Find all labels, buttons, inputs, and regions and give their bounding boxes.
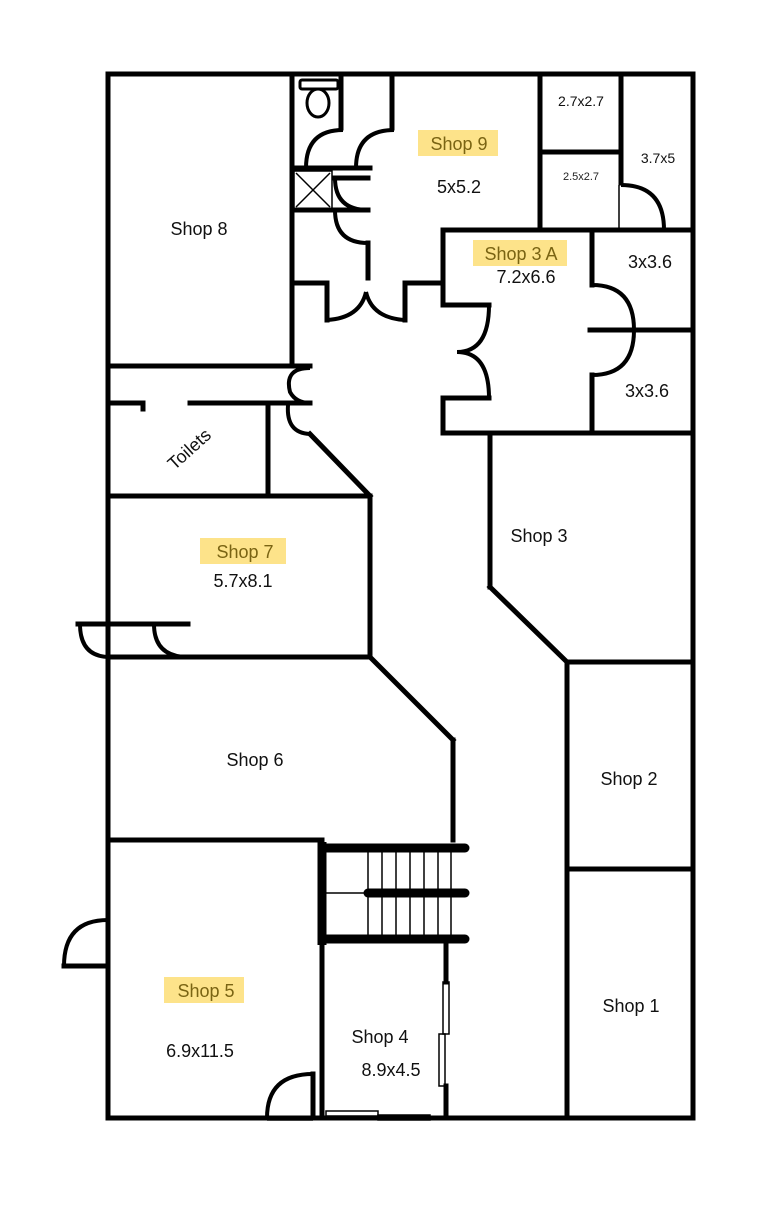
stairs-icon	[317, 842, 470, 945]
lift-icon	[293, 170, 333, 210]
room-dims-3-7: 3.7x5	[641, 150, 675, 166]
room-dims-shop-4: 8.9x4.5	[361, 1060, 420, 1080]
room-label-shop-1: Shop 1	[602, 996, 659, 1016]
room-dims-3x3-6-bottom: 3x3.6	[625, 381, 669, 401]
room-label-shop-9: Shop 9	[430, 134, 487, 154]
room-dims-3x3-6-top: 3x3.6	[628, 252, 672, 272]
room-label-shop-5: Shop 5	[177, 981, 234, 1001]
room-dims-2-7: 2.7x2.7	[558, 93, 604, 109]
room-dims-shop-5: 6.9x11.5	[166, 1041, 234, 1061]
room-label-shop-6: Shop 6	[226, 750, 283, 770]
room-label-shop-8: Shop 8	[170, 219, 227, 239]
room-label-shop-3a: Shop 3 A	[484, 244, 557, 264]
room-label-toilets: Toilets	[164, 425, 215, 474]
room-dims-shop-3a: 7.2x6.6	[496, 267, 555, 287]
highlight-shop-7	[200, 538, 286, 564]
toilet-icon	[298, 78, 340, 119]
highlight-shop-9	[418, 130, 498, 156]
highlight-shop-5	[164, 977, 244, 1003]
room-dims-shop-9: 5x5.2	[437, 177, 481, 197]
room-label-shop-2: Shop 2	[600, 769, 657, 789]
room-label-shop-4: Shop 4	[351, 1027, 408, 1047]
room-label-shop-3: Shop 3	[510, 526, 567, 546]
highlight-shop-3a	[473, 240, 567, 266]
room-label-shop-7: Shop 7	[216, 542, 273, 562]
room-dims-2-5: 2.5x2.7	[563, 171, 599, 183]
room-dims-shop-7: 5.7x8.1	[213, 571, 272, 591]
